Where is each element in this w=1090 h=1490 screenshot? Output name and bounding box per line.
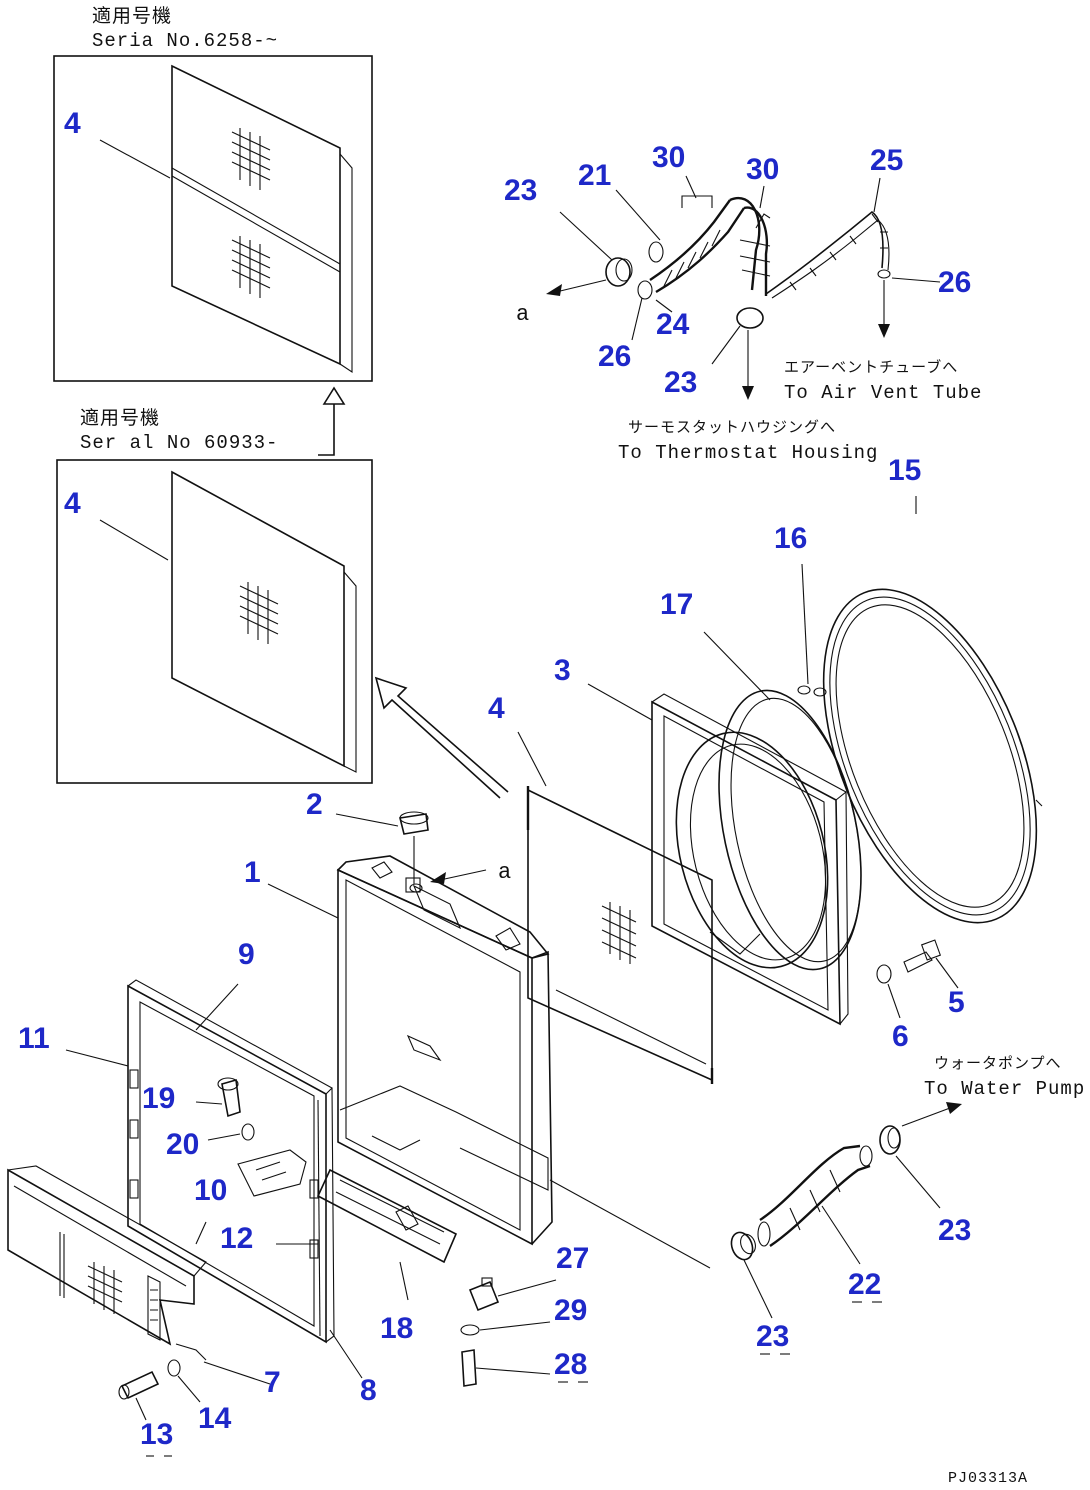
callout-4: 4	[488, 692, 505, 725]
note-air-vent-jp: エアーベントチューブへ	[784, 358, 958, 377]
radiator-1	[336, 855, 711, 1269]
inset-top: 適用号機 Seria No.6258-~ 4	[53, 5, 373, 382]
callout-23d: 23	[756, 1320, 789, 1353]
callout-6: 6	[892, 1020, 909, 1053]
drawing-code: PJ03313A	[948, 1470, 1028, 1487]
shroud-leaders	[587, 496, 917, 721]
panel-4	[517, 731, 714, 1084]
callout-28: 28	[554, 1348, 587, 1381]
fan-guard-ring-15	[822, 588, 1043, 924]
callout-1: 1	[244, 856, 261, 889]
inset-top-title-jp: 適用号機	[92, 5, 172, 28]
inset-top-panel	[171, 64, 353, 374]
callout-19: 19	[142, 1082, 175, 1115]
note-water-pump-jp: ウォータポンプへ	[934, 1055, 1062, 1073]
inset-bottom: 適用号機 Ser al No 60933- 4	[56, 407, 373, 784]
drain-plug-19-20	[195, 1077, 255, 1141]
callout-4-inset-top: 4	[64, 107, 81, 140]
callout-23b: 23	[664, 366, 697, 399]
note-water-pump-en: To Water Pump	[924, 1078, 1085, 1100]
callout-20: 20	[166, 1128, 199, 1161]
callout-5: 5	[948, 986, 965, 1019]
note-thermostat-en: To Thermostat Housing	[618, 442, 878, 464]
callout-12: 12	[220, 1222, 253, 1255]
callout-3: 3	[554, 654, 571, 687]
lower-bracket-10	[237, 1149, 307, 1197]
fan-ring-16-17	[718, 685, 862, 971]
callout-11: 11	[18, 1022, 50, 1055]
callout-26b: 26	[598, 340, 631, 373]
upper-hose-assembly: a	[516, 195, 891, 400]
inset-bottom-title-en: Ser al No 60933-	[80, 432, 278, 454]
cover-7	[7, 1165, 271, 1385]
leader-1	[267, 883, 339, 919]
leader-4-inset-bottom	[99, 519, 169, 561]
callout-4-inset-bottom: 4	[64, 487, 81, 520]
inset-top-title-en: Seria No.6258-~	[92, 30, 278, 52]
callout-18: 18	[380, 1312, 413, 1345]
bolt-5-washer-6	[876, 939, 959, 1019]
inset-bottom-title-jp: 適用号機	[80, 407, 160, 430]
inset-arrow	[318, 386, 346, 456]
callout-30: 30	[652, 141, 685, 174]
upper-leaders	[559, 175, 941, 365]
bolt-13-washer-14	[118, 1359, 201, 1421]
transfer-arrow	[374, 676, 509, 799]
guard-18	[316, 1168, 458, 1301]
callout-21: 21	[578, 159, 611, 192]
ref-a-upper: a	[516, 302, 530, 327]
callout-9: 9	[238, 938, 255, 971]
callouts: 23 21 30 30 25 26 24 26 23 15 16 17 3 4 …	[18, 141, 971, 1451]
ref-a-radiator: a	[498, 860, 512, 885]
callout-15: 15	[888, 454, 921, 487]
callout-23: 23	[504, 174, 537, 207]
callout-29: 29	[554, 1294, 587, 1327]
note-thermostat-jp: サーモスタットハウジングへ	[628, 419, 836, 437]
callout-17: 17	[660, 588, 693, 621]
callout-26: 26	[938, 266, 971, 299]
leader-4-inset-top	[99, 139, 171, 179]
radiator-cap-2: a	[335, 811, 512, 885]
callout-24: 24	[656, 308, 690, 341]
inset-bottom-frame	[56, 459, 373, 784]
callout-10: 10	[194, 1174, 227, 1207]
inset-top-frame	[53, 55, 373, 382]
callout-7: 7	[264, 1366, 281, 1399]
callout-16: 16	[774, 522, 807, 555]
frame-11-8	[65, 979, 363, 1379]
inset-bottom-panel	[171, 470, 357, 773]
callout-underlines	[146, 1301, 882, 1457]
callout-22: 22	[848, 1268, 881, 1301]
callout-27: 27	[556, 1242, 589, 1275]
callout-30b: 30	[746, 153, 779, 186]
shroud-3	[651, 693, 849, 1026]
note-air-vent-en: To Air Vent Tube	[784, 382, 982, 404]
callout-25: 25	[870, 144, 903, 177]
drain-cock-27-28-29	[460, 1277, 557, 1387]
callout-13: 13	[140, 1418, 173, 1451]
callout-2: 2	[306, 788, 323, 821]
callout-23c: 23	[938, 1214, 971, 1247]
callout-8: 8	[360, 1374, 377, 1407]
lower-hose-22	[730, 1102, 962, 1319]
callout-14: 14	[198, 1402, 232, 1435]
